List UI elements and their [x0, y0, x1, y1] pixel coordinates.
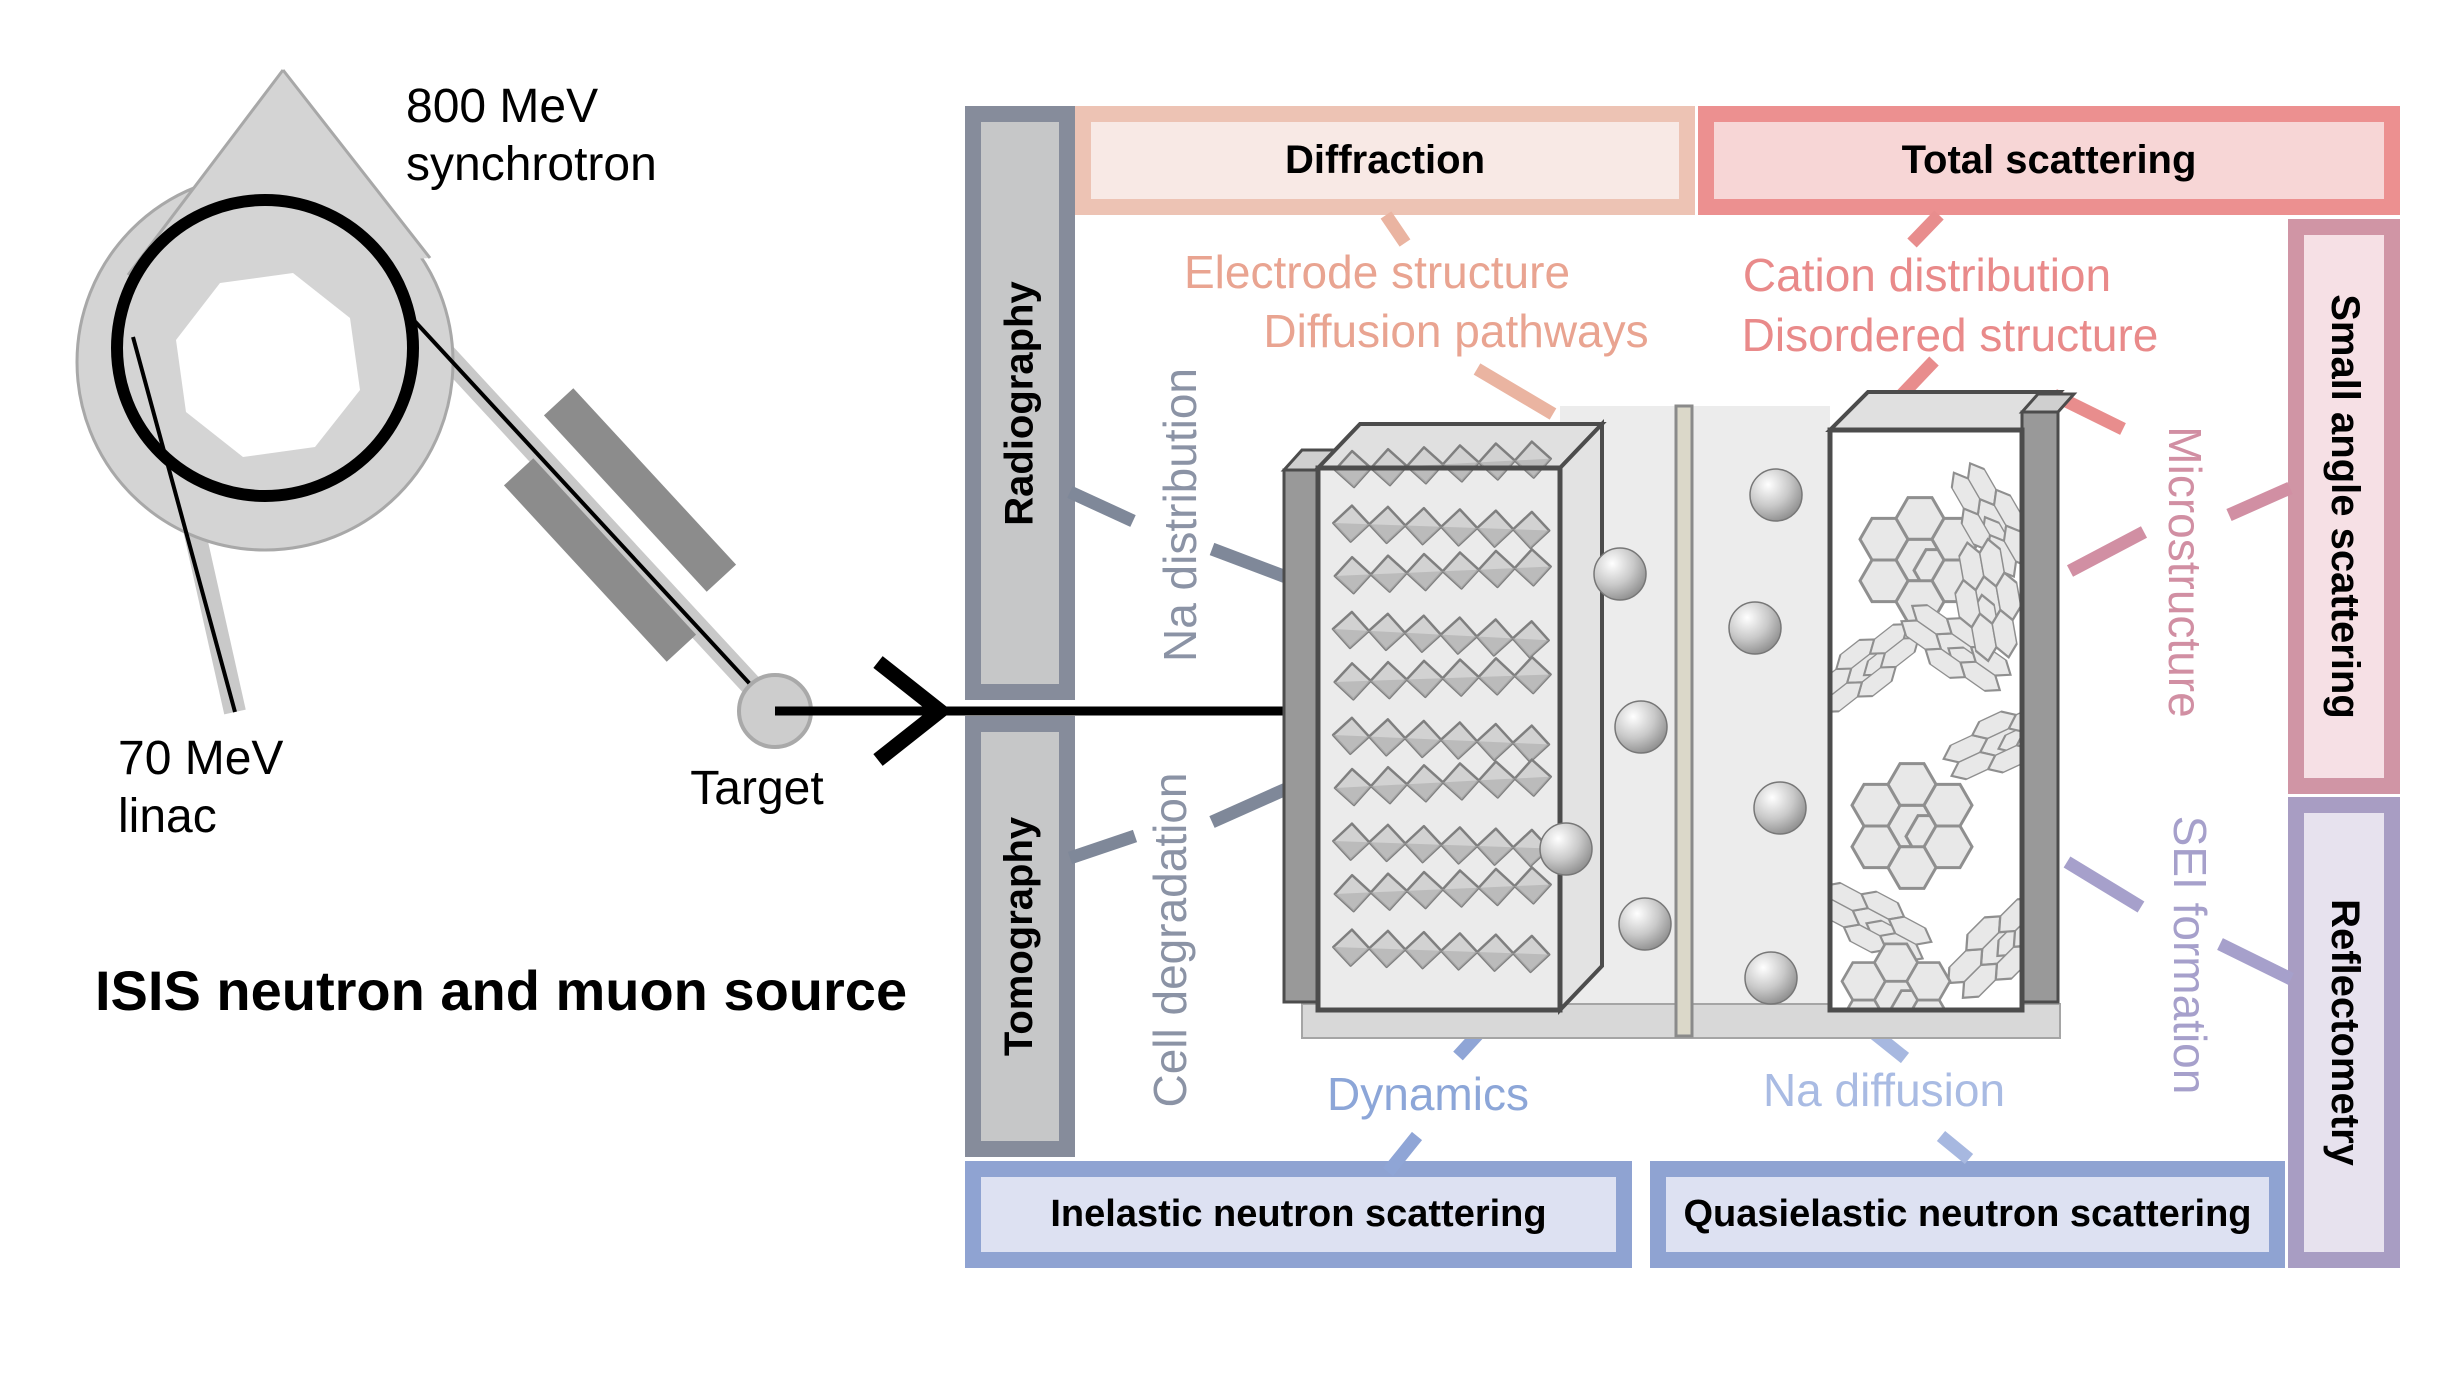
- beamline-magnet-upper: [543, 388, 737, 592]
- label-dynamics: Dynamics: [1327, 1068, 1529, 1120]
- cathode-current-collector: [1282, 468, 1320, 1004]
- linac-band: [154, 397, 246, 715]
- bar-diffraction: Diffraction: [1075, 106, 1695, 215]
- bar-inelastic-fill: Inelastic neutron scattering: [981, 1177, 1616, 1252]
- bar-total-scattering: Total scattering: [1698, 106, 2400, 215]
- label-microstructure: Microstructure: [2159, 426, 2211, 718]
- bar-reflectometry-label: Reflectometry: [2322, 899, 2367, 1166]
- bar-total-scattering-label: Total scattering: [1901, 138, 2197, 182]
- beamline-magnet-lower: [503, 458, 697, 662]
- bar-reflectometry-fill: Reflectometry: [2304, 813, 2384, 1252]
- synchrotron-octagon: [176, 273, 360, 457]
- page-title: ISIS neutron and muon source: [95, 959, 908, 1022]
- label-cation-distribution: Cation distribution: [1742, 249, 2112, 301]
- bar-radiography: Radiography: [965, 106, 1075, 700]
- bar-inelastic-neutron-scattering: Inelastic neutron scattering: [965, 1161, 1632, 1268]
- bar-total-scattering-fill: Total scattering: [1714, 122, 2384, 199]
- cathode-layers: [1330, 439, 1553, 974]
- synchrotron-drawing: [75, 69, 455, 552]
- label-na-distribution: Na distribution: [1154, 367, 1206, 663]
- label-disordered-structure: Disordered structure: [1741, 309, 2159, 361]
- bar-small-angle-scattering: Small angle scattering: [2288, 219, 2400, 794]
- bar-small-angle-scattering-fill: Small angle scattering: [2304, 235, 2384, 778]
- na-ion-spheres: [1539, 468, 1807, 1005]
- bar-inelastic-label: Inelastic neutron scattering: [1050, 1193, 1547, 1235]
- anode-assembly: [1825, 390, 2078, 1013]
- bar-quasielastic-fill: Quasielastic neutron scattering: [1666, 1177, 2269, 1252]
- linac-line: [131, 336, 237, 713]
- cathode-box-outline: [1315, 465, 1563, 1013]
- synchrotron-label: 800 MeV synchrotron: [406, 78, 657, 194]
- extraction-band: [400, 307, 784, 719]
- anode-current-collector: [2020, 410, 2060, 1004]
- bar-tomography-fill: Tomography: [981, 732, 1059, 1141]
- extraction-line: [407, 313, 777, 713]
- battery-cell: [1280, 390, 2078, 1039]
- bar-tomography-label: Tomography: [997, 816, 1042, 1057]
- target-circle: [737, 673, 813, 749]
- linac-label: 70 MeV linac: [118, 730, 283, 846]
- bar-reflectometry: Reflectometry: [2288, 797, 2400, 1268]
- linac-label-line1: 70 MeV: [118, 732, 284, 785]
- cell-base: [1301, 1003, 2061, 1039]
- synchrotron-ring: [111, 194, 419, 502]
- label-electrode-structure: Electrode structure: [1183, 246, 1571, 298]
- bar-diffraction-label: Diffraction: [1285, 138, 1485, 182]
- bar-quasielastic-label: Quasielastic neutron scattering: [1683, 1193, 2252, 1235]
- bar-radiography-label: Radiography: [997, 280, 1042, 526]
- bar-radiography-fill: Radiography: [981, 122, 1059, 684]
- anode-box-outline: [1827, 427, 2025, 1013]
- separator: [1674, 404, 1694, 1038]
- target-label: Target: [690, 762, 824, 815]
- electrolyte-region: [1560, 406, 1830, 1036]
- bar-small-angle-scattering-label: Small angle scattering: [2322, 294, 2367, 719]
- label-sei-formation: SEI formation: [2164, 815, 2216, 1095]
- synchrotron-label-line1: 800 MeV: [406, 80, 599, 133]
- cathode-assembly: [1280, 419, 1607, 1015]
- anode-flakes: [1832, 452, 2020, 1008]
- bar-quasielastic-neutron-scattering: Quasielastic neutron scattering: [1650, 1161, 2285, 1268]
- label-na-diffusion: Na diffusion: [1762, 1064, 2006, 1116]
- label-diffusion-pathways: Diffusion pathways: [1263, 305, 1649, 357]
- bar-diffraction-fill: Diffraction: [1091, 122, 1679, 199]
- linac-label-line2: linac: [118, 790, 217, 843]
- label-cell-degradation: Cell degradation: [1144, 772, 1196, 1108]
- bar-tomography: Tomography: [965, 716, 1075, 1157]
- synchrotron-label-line2: synchrotron: [406, 138, 657, 191]
